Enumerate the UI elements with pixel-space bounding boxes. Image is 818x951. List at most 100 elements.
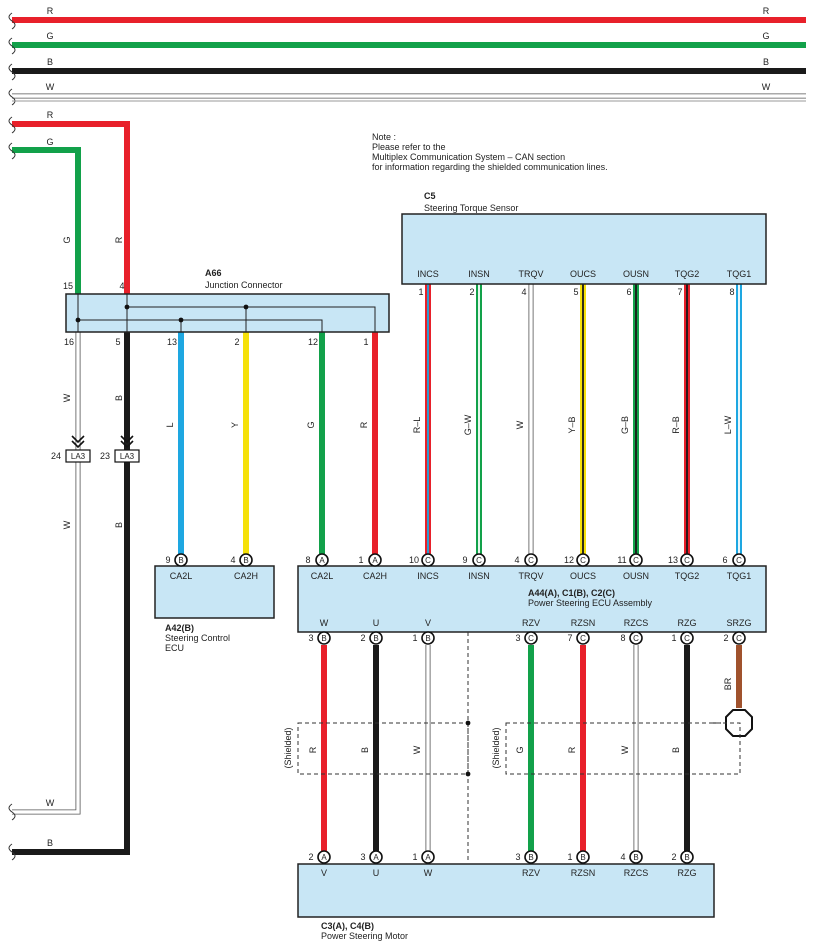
wire-w-la3-core [12,332,80,814]
c3-code: C3(A), C4(B) [321,921,374,931]
connector-letter: B [243,556,248,565]
la3-connector [114,449,140,463]
connector-pin [524,553,538,567]
connector-letter: B [373,634,378,643]
pin-number: 4 [521,287,526,297]
wire-break-mark [8,142,16,160]
a66-name: Junction Connector [205,280,283,290]
bus-label-right: B [763,57,769,67]
label: B [114,522,124,528]
a66-code: A66 [205,268,222,278]
connector-pin [369,850,383,864]
pin-number: 12 [564,555,574,565]
pin-number: 2 [671,852,676,862]
pin-number: 11 [617,555,626,565]
connector-letter: C [684,634,690,643]
bus-label-left: B [47,57,53,67]
bus-label-left: R [47,6,54,16]
pin-number: 5 [115,337,120,347]
pin-number: 8 [620,633,625,643]
splice-dot [124,304,130,310]
bus-label-right: W [762,82,771,92]
pin-number: 7 [677,287,682,297]
connector-pin [576,631,590,645]
c5-name: Steering Torque Sensor [424,203,518,213]
label: W [62,393,72,402]
wire-code: R [359,421,369,428]
pin-number: 6 [626,287,631,297]
pin-number: 8 [305,555,310,565]
c5-steering-torque-sensor [401,213,767,285]
pin-label: RZG [678,618,697,628]
connector-letter: B [528,853,533,862]
pin-number: 3 [360,852,365,862]
pin-label: OUCS [570,571,596,581]
pin-number: 4 [119,281,124,291]
pin-number: 1 [358,555,363,565]
connector-pin [369,631,383,645]
pin-number: 1 [412,852,417,862]
wire-code: R [567,746,577,753]
pin-number: 1 [567,852,572,862]
connector-letter: A [321,853,327,862]
connector-pin [317,631,331,645]
connector-pin [317,850,331,864]
label: B [47,838,53,848]
pin-number: 7 [567,633,572,643]
shield-box-1 [297,722,469,775]
splice-dot [465,720,471,726]
wire-code: G–W [463,414,473,435]
splice-dot [178,317,184,323]
pin-label: RZV [522,868,540,878]
wire-break-mark [8,12,16,30]
connector-pin [524,631,538,645]
wire-break-mark [8,63,16,81]
pin-label: CA2L [311,571,334,581]
pin-number: 2 [469,287,474,297]
pin-label: INSN [468,571,490,581]
connector-pin [576,850,590,864]
pin-number: 1 [412,633,417,643]
bus-label-left: W [46,82,55,92]
splice-dot [243,304,249,310]
splice-dot [465,771,471,777]
inline-connector-arrow [120,435,134,449]
pin-label: RZSN [571,618,596,628]
pin-number: 3 [308,633,313,643]
connector-pin [680,850,694,864]
connector-pin [732,553,746,567]
pin-number: 4 [620,852,625,862]
connector-pin [576,553,590,567]
pin-number: 1 [671,633,676,643]
connector-letter: C [528,634,534,643]
connector-pin [680,553,694,567]
a42-steering-control-ecu [154,565,275,619]
pin-number: 12 [308,337,318,347]
wire-code: G [515,746,525,753]
connector-letter: B [580,853,585,862]
bus-label-right: R [763,6,770,16]
wire-break-mark [8,37,16,55]
pin-number: 2 [308,852,313,862]
label: G [46,137,53,147]
pin-label: TRQV [518,571,543,581]
a44-name: Power Steering ECU Assembly [528,598,653,608]
wire-break-mark [8,88,16,106]
pin-number: 13 [167,337,177,347]
wire-w-la3 [12,332,81,815]
pin-label: TQG1 [727,269,752,279]
a66-junction-connector [65,293,390,333]
pin-number: 2 [360,633,365,643]
la3-label: LA3 [120,452,135,461]
connector-pin [629,631,643,645]
pin-number: 2 [723,633,728,643]
c3-name: Power Steering Motor [321,931,408,941]
connector-letter: C [580,634,586,643]
pin-label: OUSN [623,571,649,581]
note-text: Note : [372,132,396,142]
pin-number: 9 [462,555,467,565]
pin-number: 23 [100,451,110,461]
pin-number: 4 [514,555,519,565]
wire-code: R–B [671,416,681,434]
pin-number: 8 [729,287,734,297]
